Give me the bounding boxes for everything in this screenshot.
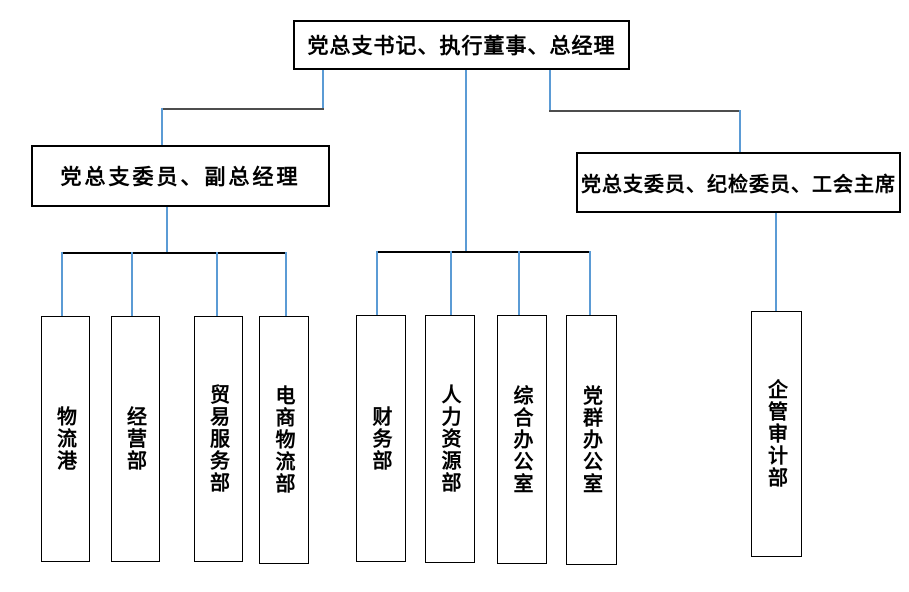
connector-left-manager-top-drop	[161, 108, 163, 146]
org-box-dept-enterprise-audit: 企管审计部	[751, 311, 802, 557]
org-box-dept-finance: 财务部	[356, 315, 406, 562]
left-bus-drop-4	[285, 252, 287, 316]
org-box-root-label: 党总支书记、执行董事、总经理	[307, 33, 616, 58]
connector-root-left-elbow	[161, 108, 324, 110]
connector-root-right-elbow	[549, 110, 741, 112]
middle-bus-drop-1	[376, 251, 378, 315]
middle-bus-line	[376, 251, 591, 253]
org-box-dept-human-resources: 人力资源部	[425, 315, 475, 563]
org-box-dept-human-resources-label: 人力资源部	[438, 384, 462, 494]
org-box-dept-operations: 经营部	[111, 316, 160, 562]
org-box-deputy-manager: 党总支委员、副总经理	[31, 145, 330, 207]
left-bus-drop-3	[216, 252, 218, 316]
org-box-committee-union: 党总支委员、纪检委员、工会主席	[576, 152, 901, 213]
connector-root-left-drop	[322, 70, 324, 110]
org-box-dept-finance-label: 财务部	[369, 405, 393, 472]
org-box-deputy-manager-label: 党总支委员、副总经理	[60, 164, 301, 189]
left-bus-line	[61, 252, 287, 254]
org-box-dept-ecommerce-logistics-label: 电商物流部	[272, 385, 296, 495]
org-box-dept-logistics-port-label: 物流港	[53, 406, 78, 472]
org-box-dept-trade-services-label: 贸易服务部	[206, 384, 231, 494]
org-box-dept-ecommerce-logistics: 电商物流部	[259, 316, 309, 564]
left-bus-drop-2	[131, 252, 133, 316]
middle-bus-drop-3	[518, 251, 520, 315]
connector-root-middle-drop	[465, 70, 467, 252]
org-box-dept-operations-label: 经营部	[123, 406, 148, 472]
org-box-dept-enterprise-audit-label: 企管审计部	[764, 379, 789, 489]
org-box-dept-general-office: 综合办公室	[497, 315, 547, 564]
org-box-dept-logistics-port: 物流港	[41, 316, 90, 562]
connector-root-right-drop	[549, 70, 551, 112]
connector-right-manager-bottom-drop	[775, 213, 777, 311]
org-box-root: 党总支书记、执行董事、总经理	[293, 20, 630, 70]
org-box-dept-party-mass-office-label: 党群办公室	[579, 385, 604, 495]
org-box-dept-party-mass-office: 党群办公室	[566, 315, 617, 565]
middle-bus-drop-2	[450, 251, 452, 315]
org-box-dept-trade-services: 贸易服务部	[194, 316, 243, 562]
left-bus-drop-1	[61, 252, 63, 316]
org-box-dept-general-office-label: 综合办公室	[510, 384, 534, 495]
org-box-committee-union-label: 党总支委员、纪检委员、工会主席	[581, 172, 896, 196]
connector-right-manager-top-drop	[739, 110, 741, 153]
connector-left-manager-bottom-drop	[166, 207, 168, 253]
middle-bus-drop-4	[589, 251, 591, 315]
